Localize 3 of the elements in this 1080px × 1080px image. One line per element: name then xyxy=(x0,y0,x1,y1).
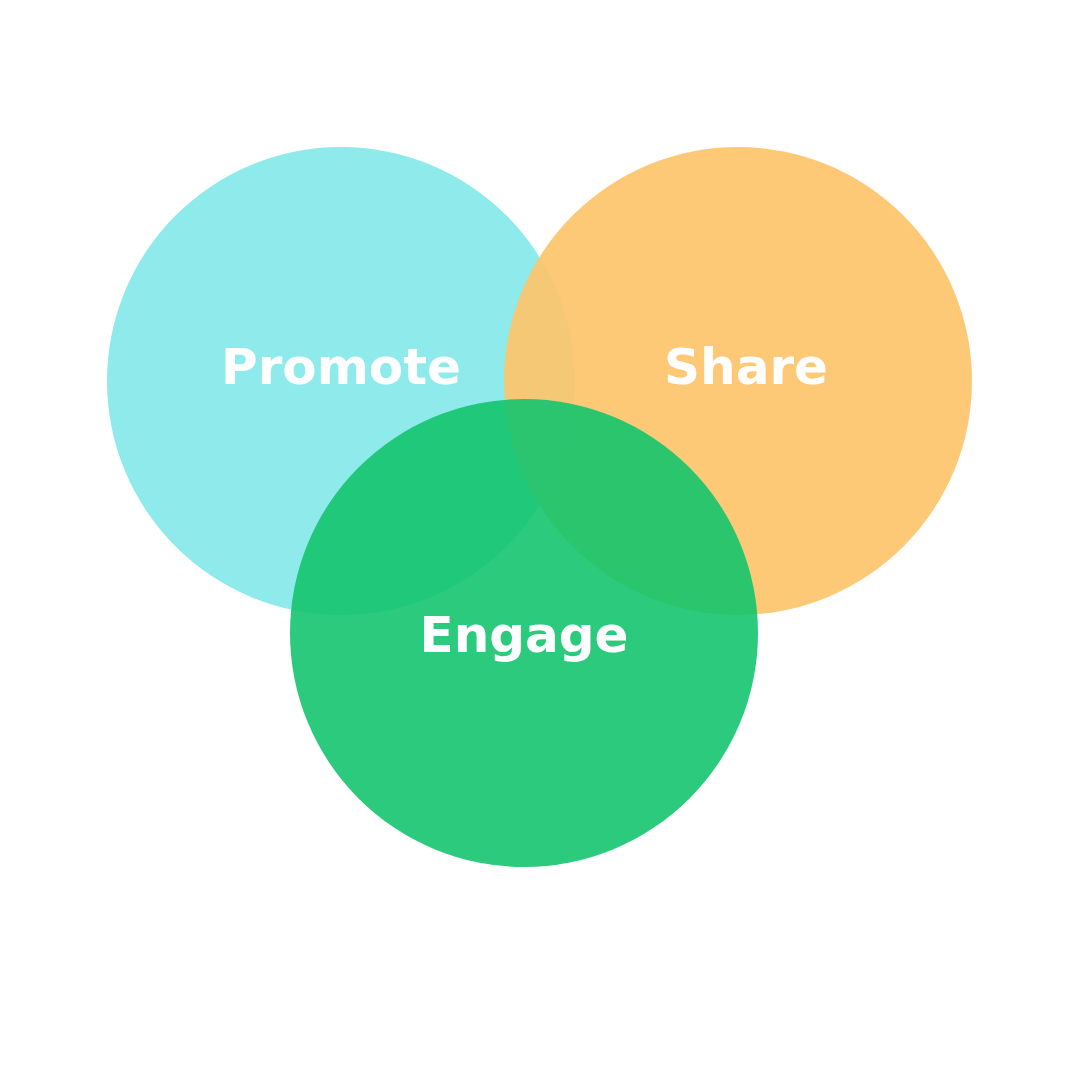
circle-label: Promote xyxy=(221,339,461,395)
circle-label: Engage xyxy=(419,607,629,663)
circle-label: Share xyxy=(664,339,828,395)
